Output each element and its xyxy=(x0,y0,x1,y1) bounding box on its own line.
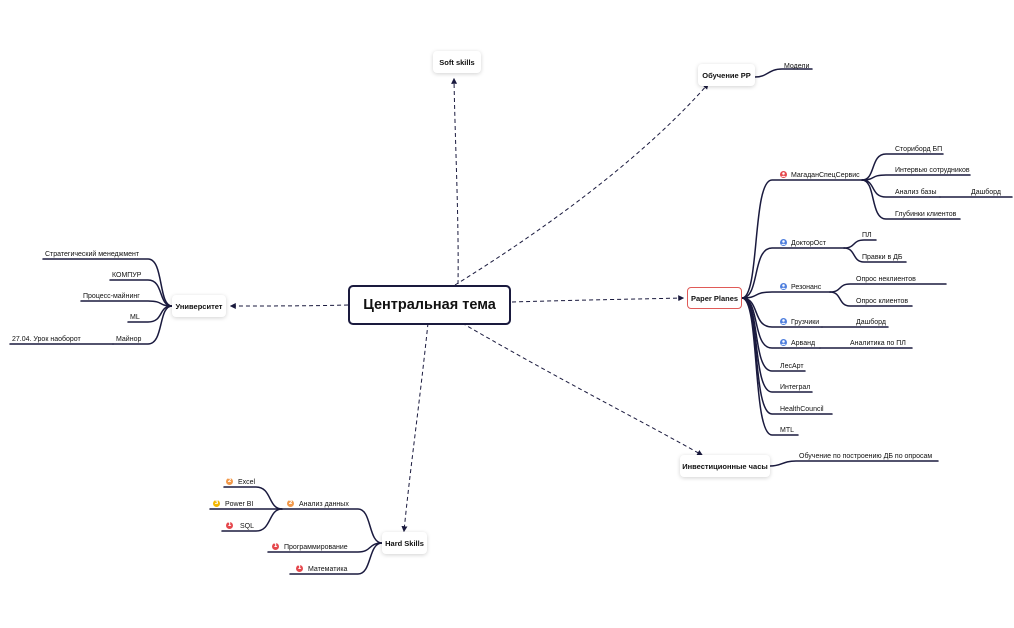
leaf-healthcouncil[interactable]: HealthCouncil xyxy=(780,406,824,413)
leaf-opros-neklientov[interactable]: Опрос неклиентов xyxy=(856,276,916,283)
topic-obuchenie-pp[interactable]: Обучение PP xyxy=(698,64,755,86)
topic-paper-planes[interactable]: Paper Planes xyxy=(687,287,742,309)
leaf-arvand[interactable]: Арванд xyxy=(791,340,816,347)
leaf-storiboard[interactable]: Сториборд БП xyxy=(895,146,943,153)
leaf-doktorost[interactable]: ДокторОст xyxy=(791,240,826,247)
topic-hard-skills[interactable]: Hard Skills xyxy=(382,532,427,554)
leaf-process-mining[interactable]: Процесс-майнинг xyxy=(83,293,140,300)
leaf-matematika[interactable]: Математика xyxy=(308,566,348,573)
link-central-paper-planes xyxy=(511,295,685,303)
leaf-analiz-bazy[interactable]: Анализ базы xyxy=(895,189,937,196)
leaf-analitika-pl[interactable]: Аналитика по ПЛ xyxy=(850,340,906,347)
link-central-universitet xyxy=(229,302,349,309)
leaf-opros-klientov[interactable]: Опрос клиентов xyxy=(856,298,909,305)
leaf-rezonans[interactable]: Резонанс xyxy=(791,284,822,291)
priority-1-icon: 1 xyxy=(272,543,279,550)
central-topic[interactable]: Центральная тема xyxy=(348,285,511,325)
person-icon xyxy=(780,283,787,290)
priority-1-icon: 1 xyxy=(226,522,233,529)
topic-invest-chasy[interactable]: Инвестиционные часы xyxy=(680,455,770,477)
leaf-programmirovanie[interactable]: Программирование xyxy=(284,544,348,551)
leaf-obuchenie-db[interactable]: Обучение по построению ДБ по опросам xyxy=(799,453,933,460)
link-central-obuchenie-pp xyxy=(454,83,709,286)
leaf-integral[interactable]: Интеграл xyxy=(780,384,811,391)
person-icon xyxy=(780,171,787,178)
leaf-dashbord-1[interactable]: Дашборд xyxy=(971,189,1001,196)
leaf-gruzchiki[interactable]: Грузчики xyxy=(791,319,820,326)
leaf-ml[interactable]: ML xyxy=(130,314,140,321)
person-icon xyxy=(780,318,787,325)
leaf-lesart[interactable]: ЛесАрт xyxy=(780,363,804,370)
leaf-strategic-management[interactable]: Стратегический менеджмент xyxy=(45,251,140,258)
link-central-hard-skills xyxy=(401,322,429,533)
leaf-dashbord-2[interactable]: Дашборд xyxy=(856,319,886,326)
leaf-interview[interactable]: Интервью сотрудников xyxy=(895,167,970,174)
leaf-sql[interactable]: SQL xyxy=(240,523,255,530)
leaf-excel[interactable]: Excel xyxy=(238,479,256,486)
leaf-mtl[interactable]: MTL xyxy=(780,427,794,434)
leaf-kompur[interactable]: КОМПУР xyxy=(112,272,142,279)
leaf-modeli[interactable]: Модели xyxy=(784,63,810,70)
leaf-power-bi[interactable]: Power BI xyxy=(225,501,254,508)
topic-soft-skills[interactable]: Soft skills xyxy=(433,51,481,73)
leaf-magadan[interactable]: МагаданСпецСервис xyxy=(791,172,860,179)
leaf-urok-naoborot[interactable]: 27.04. Урок наоборот xyxy=(12,336,81,343)
leaf-pl[interactable]: ПЛ xyxy=(862,232,872,239)
priority-2-icon: 2 xyxy=(226,478,233,485)
link-central-soft-skills xyxy=(451,77,459,285)
priority-3-icon: 3 xyxy=(213,500,220,507)
person-icon xyxy=(780,239,787,246)
topic-universitet[interactable]: Университет xyxy=(172,295,226,317)
link-central-invest xyxy=(461,322,704,456)
leaf-analiz-dannyh[interactable]: Анализ данных xyxy=(299,501,349,508)
leaf-pravki-db[interactable]: Правки в ДБ xyxy=(862,254,903,261)
leaf-glubinki[interactable]: Глубинки клиентов xyxy=(895,211,957,218)
person-icon xyxy=(780,339,787,346)
leaf-mainor[interactable]: Майнор xyxy=(116,336,142,343)
priority-2-icon: 2 xyxy=(287,500,294,507)
priority-1-icon: 1 xyxy=(296,565,303,572)
